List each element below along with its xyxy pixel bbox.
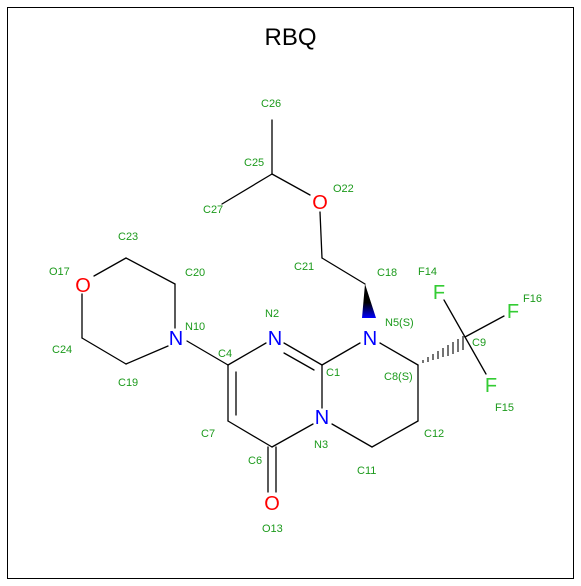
bond-c21-c18: [321, 257, 366, 285]
label-c23: C23: [118, 231, 138, 243]
bond-c11-n3: [331, 423, 373, 448]
bond-c9-f16: [464, 315, 505, 338]
label-f15: F15: [495, 402, 514, 414]
label-n5: N5(S): [385, 317, 414, 329]
bond-o22-c21: [319, 211, 323, 259]
bonds: [81, 119, 505, 493]
label-c11: C11: [357, 465, 376, 477]
label-c27: C27: [203, 204, 223, 216]
stereo-wedge-bond: [362, 284, 376, 318]
label-n3: N3: [314, 439, 328, 451]
label-c7: C7: [201, 428, 215, 440]
bond-c24-c19: [81, 337, 127, 365]
bond-c12-c11: [371, 420, 419, 448]
bond-n5-c8: [379, 342, 419, 366]
label-c6: C6: [248, 455, 262, 467]
label-c1: C1: [326, 367, 340, 379]
label-f14: F14: [418, 266, 437, 278]
atom-n2: N: [268, 328, 282, 350]
label-c4: C4: [218, 348, 232, 360]
label-o17: O17: [49, 266, 70, 278]
label-n10: N10: [185, 321, 205, 333]
atom-f16: F: [507, 301, 519, 323]
label-c26: C26: [261, 98, 281, 110]
label-o13: O13: [262, 523, 283, 535]
stereo-hash-bond: [422, 336, 464, 363]
bond-c19-n10: [125, 345, 169, 365]
atom-f14: F: [433, 282, 445, 304]
atom-n5: N: [363, 328, 377, 350]
bond-n2-c1-b: [283, 352, 315, 371]
label-c19: C19: [118, 377, 138, 389]
label-n2: N2: [265, 308, 279, 320]
atom-o13: O: [264, 493, 280, 515]
bond-n3-c6: [271, 423, 314, 448]
atom-o22: O: [312, 192, 328, 214]
bond-c4-n2: [227, 342, 267, 366]
label-c21: C21: [294, 261, 314, 273]
label-c20: C20: [185, 267, 205, 279]
bond-n2-c1-a: [283, 342, 323, 366]
bond-c6-c7: [227, 420, 273, 448]
label-c25: C25: [244, 157, 264, 169]
bond-n10-c4: [186, 340, 229, 366]
label-o22: O22: [333, 183, 354, 195]
label-c18: C18: [377, 267, 397, 279]
label-c24: C24: [52, 344, 72, 356]
bond-c9-f15: [464, 336, 487, 375]
bond-c1-n5: [321, 342, 361, 366]
bond-c9-f14: [443, 299, 466, 338]
atom-symbols: O O N N N N O F F F: [75, 192, 519, 515]
bond-c25-c27: [221, 173, 273, 205]
label-f16: F16: [523, 293, 542, 305]
label-c8: C8(S): [384, 371, 413, 383]
molecule-title: RBQ: [264, 24, 317, 51]
atom-f15: F: [485, 375, 497, 397]
label-c12: C12: [424, 428, 444, 440]
atom-n10: N: [169, 328, 183, 350]
atom-labels: C26 C25 O22 C27 C23 C21 C18 F14 O17 C20 …: [49, 98, 542, 535]
atom-o17: O: [75, 275, 91, 297]
bond-c23-o17: [93, 257, 127, 277]
molecule-panel: RBQ: [7, 7, 574, 579]
atom-n3: N: [315, 407, 329, 429]
bond-c25-o22: [271, 173, 311, 196]
bond-c23-c20: [125, 257, 176, 285]
label-c9: C9: [472, 337, 486, 349]
